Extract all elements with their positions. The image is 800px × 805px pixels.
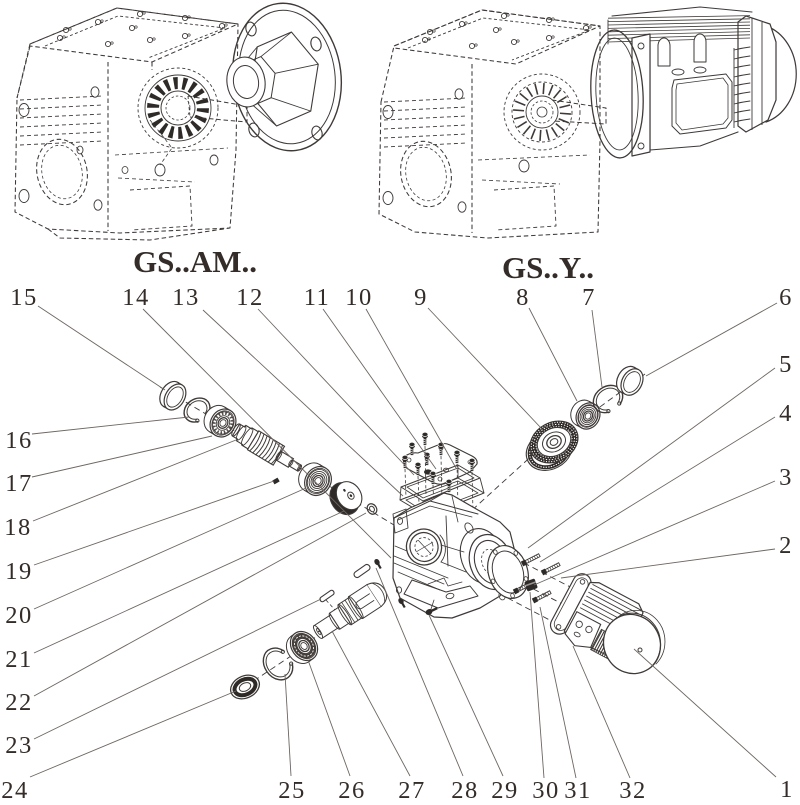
svg-text:27: 27 (398, 777, 426, 800)
svg-text:23: 23 (5, 732, 33, 759)
svg-text:29: 29 (491, 777, 519, 800)
svg-text:4: 4 (779, 400, 793, 427)
svg-text:19: 19 (5, 558, 33, 585)
svg-text:18: 18 (4, 514, 32, 541)
svg-text:16: 16 (5, 427, 33, 454)
svg-text:11: 11 (304, 284, 331, 311)
svg-text:17: 17 (5, 470, 33, 497)
svg-text:25: 25 (278, 777, 306, 800)
svg-text:5: 5 (779, 351, 793, 378)
svg-text:31: 31 (564, 777, 592, 800)
svg-text:GS..AM..: GS..AM.. (133, 244, 257, 279)
svg-text:7: 7 (582, 284, 596, 311)
svg-text:13: 13 (172, 284, 200, 311)
svg-text:20: 20 (5, 602, 33, 629)
svg-text:22: 22 (5, 689, 33, 716)
svg-text:3: 3 (779, 464, 793, 491)
svg-text:26: 26 (338, 777, 366, 800)
svg-text:GS..Y..: GS..Y.. (502, 250, 594, 285)
svg-text:2: 2 (779, 532, 793, 559)
svg-text:8: 8 (516, 284, 530, 311)
svg-text:24: 24 (1, 777, 29, 800)
svg-text:30: 30 (532, 777, 560, 800)
svg-text:21: 21 (5, 646, 33, 673)
svg-text:32: 32 (619, 777, 647, 800)
svg-text:6: 6 (779, 284, 793, 311)
svg-text:9: 9 (414, 284, 428, 311)
svg-text:10: 10 (345, 284, 373, 311)
svg-text:14: 14 (122, 284, 150, 311)
svg-text:15: 15 (10, 284, 38, 311)
svg-text:28: 28 (451, 777, 479, 800)
svg-text:12: 12 (236, 284, 264, 311)
svg-text:1: 1 (780, 776, 794, 800)
